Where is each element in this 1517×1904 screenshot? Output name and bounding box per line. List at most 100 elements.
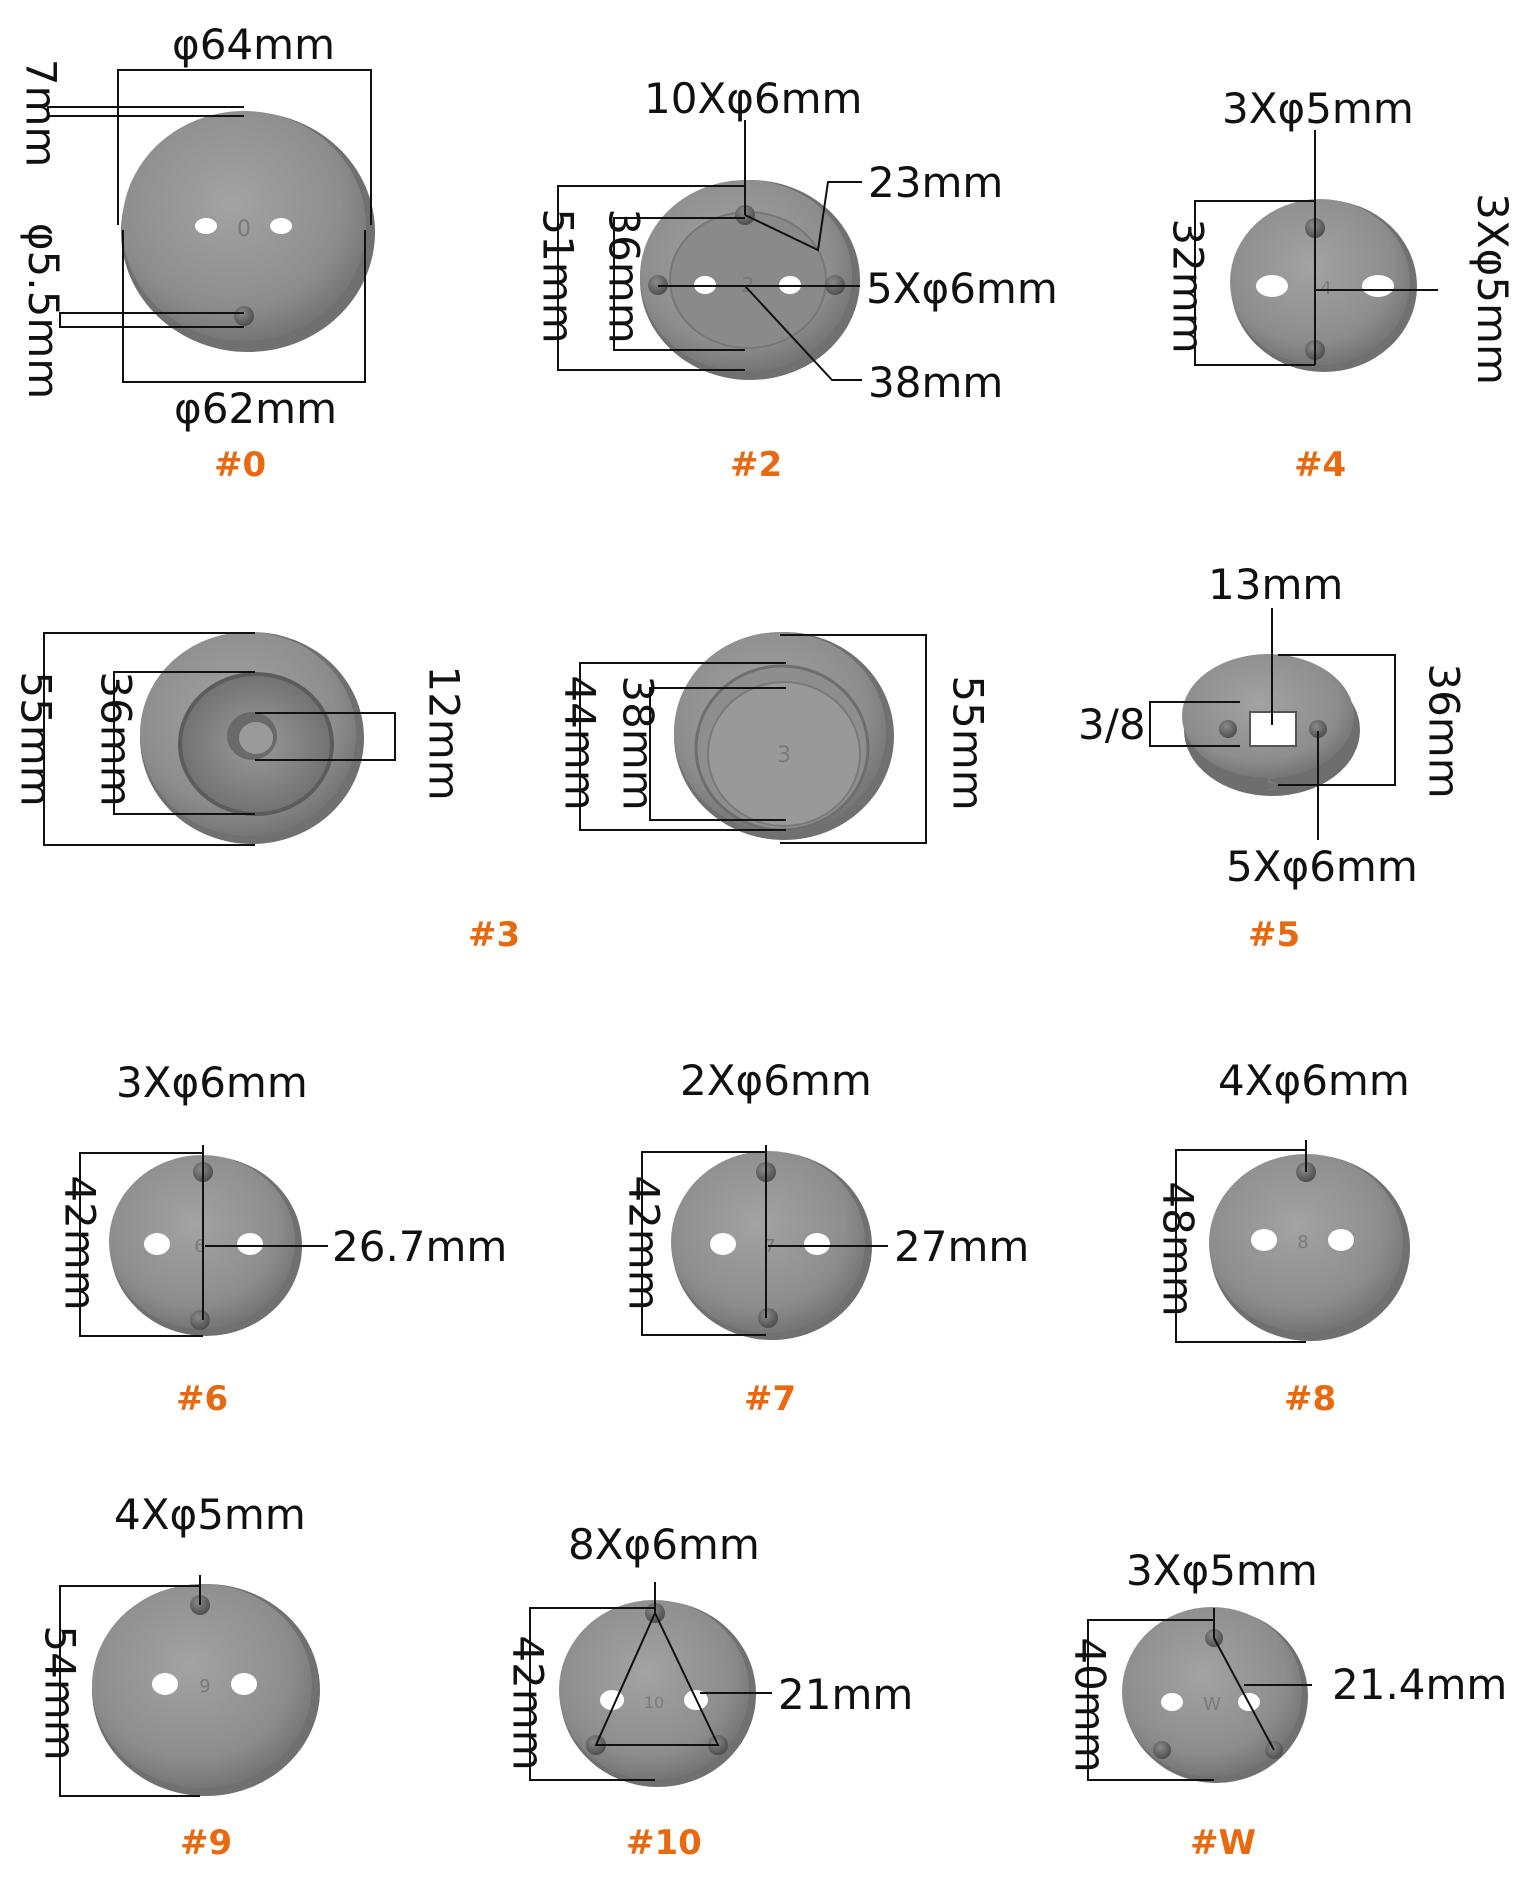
part-2: 2 [557,120,862,381]
pin-count-2-label: 5Xφ6mm [866,264,1058,313]
part-label-6: #6 [176,1379,229,1419]
part-label-w: #W [1190,1823,1256,1863]
hole [1161,1693,1183,1711]
dimension-lines [43,632,396,846]
dim-23-label: 23mm [868,158,1004,207]
dimension-lines [1149,608,1396,840]
disc-face [559,1600,749,1780]
dim-54-label: 54mm [35,1625,85,1761]
part-label-4: #4 [1294,445,1347,485]
hole [710,1233,736,1255]
dim-44-label: 44mm [555,675,605,811]
engraving: 5 [1266,774,1277,795]
dim-38-label: 38mm [613,675,663,811]
part-label-3: #3 [468,915,521,955]
center-bore-inner [239,722,273,754]
pin-count-label: 5Xφ6mm [1226,842,1418,891]
dim-12-label: 12mm [419,665,469,801]
hole [144,1233,170,1255]
dim-32-label: 32mm [1163,218,1213,354]
hole [237,1233,263,1255]
pin [1309,720,1327,738]
pin-count-label: 4Xφ6mm [1218,1056,1410,1105]
dim-48-label: 48mm [1153,1181,1203,1317]
disc-face [92,1584,312,1788]
engraving: W [1203,1694,1221,1715]
disc-face [1122,1607,1302,1777]
pin [1153,1741,1171,1759]
pin-count-label: 3Xφ5mm [1222,84,1414,133]
part-10: 10 [529,1582,772,1787]
part-label-10: #10 [626,1823,702,1863]
dimension-lines [1194,130,1438,366]
hole [195,218,217,234]
disc-face [122,111,366,341]
pin-count-label: 2Xφ6mm [680,1056,872,1105]
disc-face [671,1151,865,1333]
engraving: 10 [644,1693,664,1712]
dimension-lines [579,634,927,844]
pin-count-label: 10Xφ6mm [644,74,863,123]
dim-42-label: 42mm [619,1175,669,1311]
drive-size-label: 3/8 [1078,700,1146,749]
pin-count-right-label: 3Xφ5mm [1467,193,1517,385]
dimension-lines [1087,1608,1312,1781]
dim-36-label: 36mm [1419,663,1469,799]
engraving: 9 [199,1676,210,1697]
thickness-7-label: 7mm [16,58,66,168]
pin-count-label: 3Xφ5mm [1126,1546,1318,1595]
pin-count-label: 4Xφ5mm [114,1490,306,1539]
engraving: 4 [1320,278,1331,299]
face [707,681,861,827]
dim-51-label: 51mm [533,208,583,344]
dim-21-label: 21mm [778,1670,914,1719]
dim-38-label: 38mm [868,358,1004,407]
part-3-back: 3 [579,632,927,844]
pin [190,1310,210,1330]
part-6: 6 [79,1145,328,1337]
pin-diameter-label: φ5.5mm [19,222,69,400]
engraving: 8 [1297,1232,1308,1253]
part-label-5: #5 [1248,915,1301,955]
dimension-lines [641,1145,888,1336]
hole [1362,275,1394,297]
dimension-lines [1175,1140,1307,1343]
part-w: W [1087,1607,1312,1783]
diameter-64-label: φ64mm [172,20,335,69]
hole [231,1673,257,1695]
dim-42-label: 42mm [503,1635,553,1771]
hole [270,218,292,234]
dim-36-label: 36mm [91,671,141,807]
pin-count-label: 8Xφ6mm [568,1520,760,1569]
dimension-lines [557,120,862,381]
part-9: 9 [59,1575,320,1797]
disc-face [1209,1154,1403,1332]
pin-count-label: 3Xφ6mm [116,1058,308,1107]
pin [234,306,254,326]
diameter-62-label: φ62mm [174,384,337,433]
dim-55-label: 55mm [11,671,61,807]
hole [1256,275,1288,297]
part-label-7: #7 [744,1379,797,1419]
part-7: 7 [641,1145,888,1340]
engraving: 6 [194,1236,205,1257]
part-label-0: #0 [214,445,267,485]
hole [1328,1229,1354,1251]
hole [152,1673,178,1695]
dim-21-4-label: 21.4mm [1332,1660,1508,1709]
engraving: 0 [237,217,251,242]
part-label-9: #9 [180,1823,233,1863]
pin [1219,720,1237,738]
dimension-lines [59,1575,201,1797]
dimension-lines [47,69,372,383]
dim-27-label: 27mm [894,1222,1030,1271]
hole [1251,1229,1277,1251]
part-0: 0 [47,69,375,383]
part-5: 5 [1149,608,1396,840]
dimension-lines [529,1582,772,1781]
part-label-2: #2 [730,445,783,485]
disc-face [1230,199,1410,365]
dim-40-label: 40mm [1065,1637,1115,1773]
